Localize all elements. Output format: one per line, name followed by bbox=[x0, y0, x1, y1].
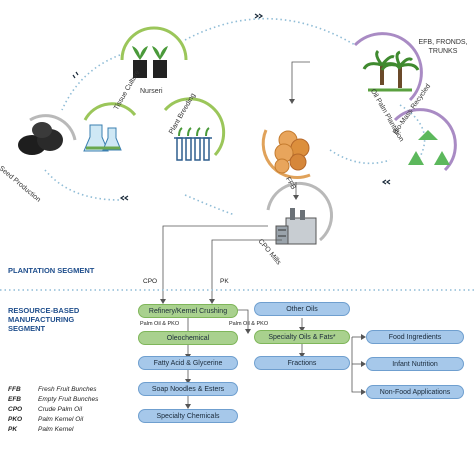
legend-item: PK Palm Kernel bbox=[8, 426, 73, 433]
legend-meaning: Fresh Fruit Bunches bbox=[38, 386, 97, 393]
resource-heading-line2: MANUFACTURING bbox=[8, 315, 75, 324]
oleochemical-box: Oleochemical bbox=[138, 331, 238, 345]
resource-heading-line3: SEGMENT bbox=[8, 324, 46, 333]
plantation-segment-heading: PLANTATION SEGMENT bbox=[8, 266, 95, 275]
legend-meaning: Palm Kernel Oil bbox=[38, 416, 84, 423]
non-food-box: Non-Food Applications bbox=[366, 385, 464, 399]
legend-abbr: FFB bbox=[8, 386, 21, 393]
chevron-left-icon bbox=[72, 71, 79, 79]
chevron-left-icon bbox=[119, 195, 129, 201]
other-oils-box: Other Oils bbox=[254, 302, 350, 316]
tissue-culture-node bbox=[83, 102, 137, 152]
resource-heading-line1: RESOURCE-BASED bbox=[8, 306, 80, 315]
efb-note-line2: TRUNKS bbox=[428, 48, 458, 55]
chevron-right-icon bbox=[254, 13, 264, 19]
refinery-box: Refinery/Kernel Crushing bbox=[138, 304, 238, 318]
arrow-refinery-to-specialty bbox=[235, 309, 249, 330]
plant-breeding-node bbox=[163, 97, 226, 161]
nurseri-node bbox=[120, 26, 188, 78]
legend-item: FFB Fresh Fruit Bunches bbox=[8, 386, 97, 393]
legend-meaning: Empty Fruit Bunches bbox=[38, 396, 99, 403]
oil-palm-plantation-node bbox=[353, 32, 423, 102]
bio-mass-recycled-node bbox=[393, 108, 457, 172]
legend-abbr: PKO bbox=[8, 416, 23, 423]
pk-flow-label: PK bbox=[220, 278, 229, 285]
cpo-mills-node bbox=[266, 181, 334, 245]
palm-oil-pko-label-left: Palm Oil & PKO bbox=[140, 321, 180, 327]
specialty-chemicals-box: Specialty Chemicals bbox=[138, 409, 238, 423]
fractions-box: Fractions bbox=[254, 356, 350, 370]
arrow-pk-line bbox=[211, 239, 282, 300]
efb-fronds-trunks-label: EFB, FRONDS, TRUNKS bbox=[418, 38, 468, 56]
flow-arrows bbox=[162, 61, 362, 405]
legend-meaning: Crude Palm Oil bbox=[38, 406, 83, 413]
seed-production-node bbox=[18, 114, 77, 155]
cpo-flow-label: CPO bbox=[143, 278, 158, 285]
soap-noodles-box: Soap Noodles & Esters bbox=[138, 382, 238, 396]
resource-segment-heading: RESOURCE-BASED MANUFACTURING SEGMENT bbox=[8, 306, 79, 333]
arrow-plantation-to-ffb bbox=[291, 61, 310, 100]
nurseri-label: Nurseri bbox=[140, 88, 163, 95]
food-ingredients-box: Food Ingredients bbox=[366, 330, 464, 344]
ffb-node bbox=[261, 129, 311, 179]
chevron-left-icon bbox=[381, 179, 391, 185]
legend-item: PKO Palm Kernel Oil bbox=[8, 416, 83, 423]
legend-abbr: CPO bbox=[8, 406, 23, 413]
legend-abbr: EFB bbox=[8, 396, 21, 403]
infant-nutrition-box: Infant Nutrition bbox=[366, 357, 464, 371]
efb-note-line1: EFB, FRONDS, bbox=[418, 39, 468, 46]
arrow-cpo-line bbox=[162, 225, 268, 300]
legend-item: CPO Crude Palm Oil bbox=[8, 406, 82, 413]
palm-oil-pko-label-right: Palm Oil & PKO bbox=[229, 321, 269, 327]
chevron-markers bbox=[72, 13, 391, 201]
legend-abbr: PK bbox=[8, 426, 18, 433]
specialty-oils-box: Specialty Oils & Fats* bbox=[254, 330, 350, 344]
legend-meaning: Palm Kernel bbox=[38, 426, 74, 433]
cycle-dotted-path bbox=[44, 17, 426, 216]
fatty-acid-box: Fatty Acid & Glycerine bbox=[138, 356, 238, 370]
legend-item: EFB Empty Fruit Bunches bbox=[8, 396, 98, 403]
